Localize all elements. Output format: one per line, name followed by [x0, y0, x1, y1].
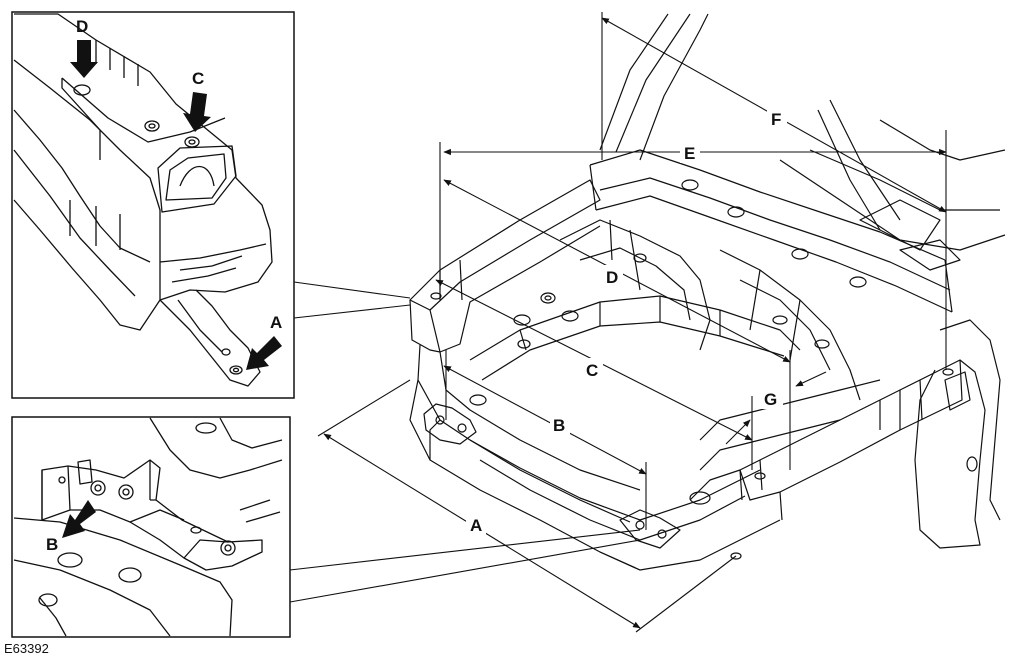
inset-top-label-c: C	[192, 69, 204, 88]
label-b: B	[553, 416, 565, 435]
inset-bottom: B	[11, 416, 291, 638]
label-c: C	[586, 361, 598, 380]
inset-top-label-d: D	[76, 17, 88, 36]
inset-top-drawing	[13, 13, 273, 387]
arrow-b-icon	[62, 500, 96, 538]
label-f: F	[771, 110, 781, 129]
front-end-structure	[409, 13, 1006, 571]
dimension-g	[725, 419, 751, 445]
label-g: G	[764, 390, 777, 409]
dimension-lines	[317, 12, 947, 633]
dimension-g-2	[795, 371, 827, 387]
figure-reference: E63392	[4, 641, 49, 656]
inset-top-arrows	[70, 40, 282, 370]
label-a: A	[470, 516, 482, 535]
label-d: D	[606, 268, 618, 287]
label-e: E	[684, 144, 695, 163]
inset-top: D C A	[11, 11, 295, 399]
inset-top-label-a: A	[270, 313, 282, 332]
arrow-a-icon	[246, 336, 282, 370]
main-labels: A B C D E F G	[470, 110, 781, 535]
dimension-b	[443, 365, 647, 475]
inset-bottom-label-b: B	[46, 535, 58, 554]
inset-bottom-drawing	[13, 417, 283, 637]
arrow-c-icon	[183, 92, 211, 132]
arrow-d-icon	[70, 40, 98, 78]
